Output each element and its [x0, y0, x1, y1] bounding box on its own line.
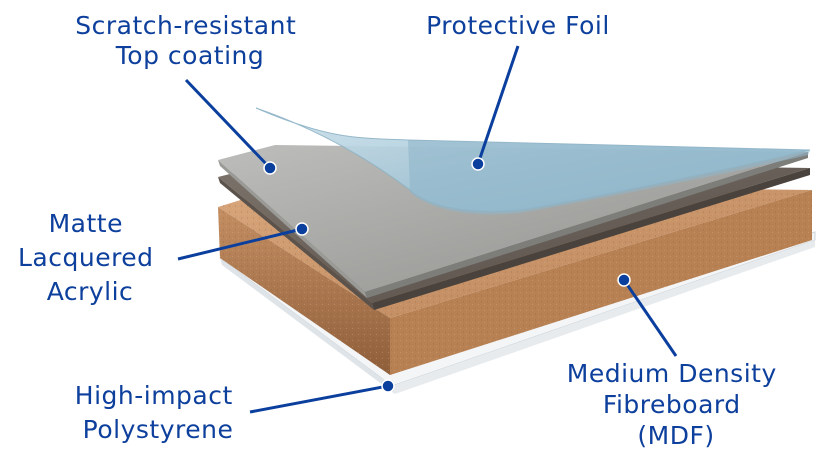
- leader-polystyrene: [249, 384, 389, 414]
- label-protective-foil: Protective Foil: [426, 11, 610, 40]
- leader-mdf: [622, 279, 678, 357]
- label-top-coating: Scratch-resistant Top coating: [75, 11, 304, 70]
- leader-acrylic: [177, 227, 303, 261]
- dot-mdf: [617, 273, 631, 287]
- label-mdf: Medium Density Fibreboard (MDF): [567, 359, 785, 450]
- leader-top-coating: [184, 78, 272, 170]
- dot-protective-foil: [471, 157, 485, 171]
- label-acrylic: Matte Lacquered Acrylic: [18, 209, 162, 306]
- label-polystyrene: High-impact Polystyrene: [75, 381, 241, 444]
- dot-acrylic: [295, 222, 309, 236]
- layer-protective-foil: [255, 107, 811, 215]
- dot-polystyrene: [381, 379, 395, 393]
- dot-top-coating: [263, 161, 277, 175]
- leader-protective-foil: [476, 45, 520, 165]
